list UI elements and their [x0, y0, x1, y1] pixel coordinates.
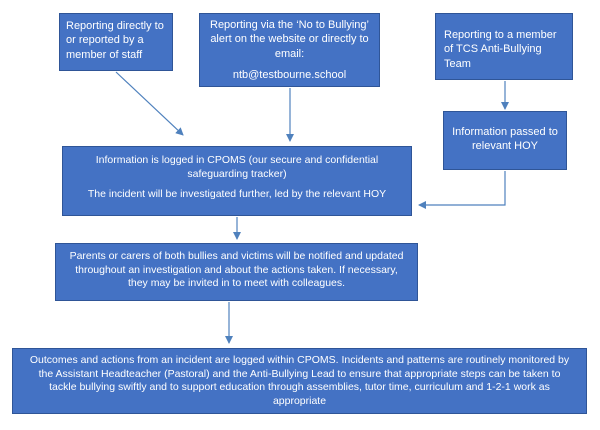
box-reporting-website: Reporting via the ‘No to Bullying’ alert…: [199, 13, 380, 87]
box-outcomes-actions: Outcomes and actions from an incident ar…: [12, 348, 587, 414]
box-reporting-tcs-team: Reporting to a member of TCS Anti-Bullyi…: [435, 13, 573, 80]
box-info-passed-hoy-text: Information passed to relevant HOY: [452, 126, 558, 153]
box-reporting-staff: Reporting directly to or reported by a m…: [59, 13, 173, 71]
box-cpoms-logged: Information is logged in CPOMS (our secu…: [62, 146, 412, 216]
box-parents-notified-text: Parents or carers of both bullies and vi…: [69, 250, 404, 290]
box-reporting-website-email: ntb@testbourne.school: [232, 68, 347, 81]
arrow-staff-to-cpoms: [115, 71, 184, 136]
box-info-passed-hoy: Information passed to relevant HOY: [443, 111, 567, 170]
box-reporting-staff-text: Reporting directly to or reported by a m…: [66, 20, 164, 61]
box-reporting-website-text: Reporting via the ‘No to Bullying’ alert…: [210, 19, 369, 60]
box-cpoms-investigation-text: The incident will be investigated furthe…: [87, 188, 387, 201]
arrow-hoy-to-cpoms: [418, 171, 506, 209]
box-outcomes-actions-text: Outcomes and actions from an incident ar…: [29, 354, 570, 407]
box-reporting-tcs-team-text: Reporting to a member of TCS Anti-Bullyi…: [444, 29, 557, 70]
box-parents-notified: Parents or carers of both bullies and vi…: [55, 243, 418, 301]
box-cpoms-logged-text: Information is logged in CPOMS (our secu…: [95, 154, 379, 180]
